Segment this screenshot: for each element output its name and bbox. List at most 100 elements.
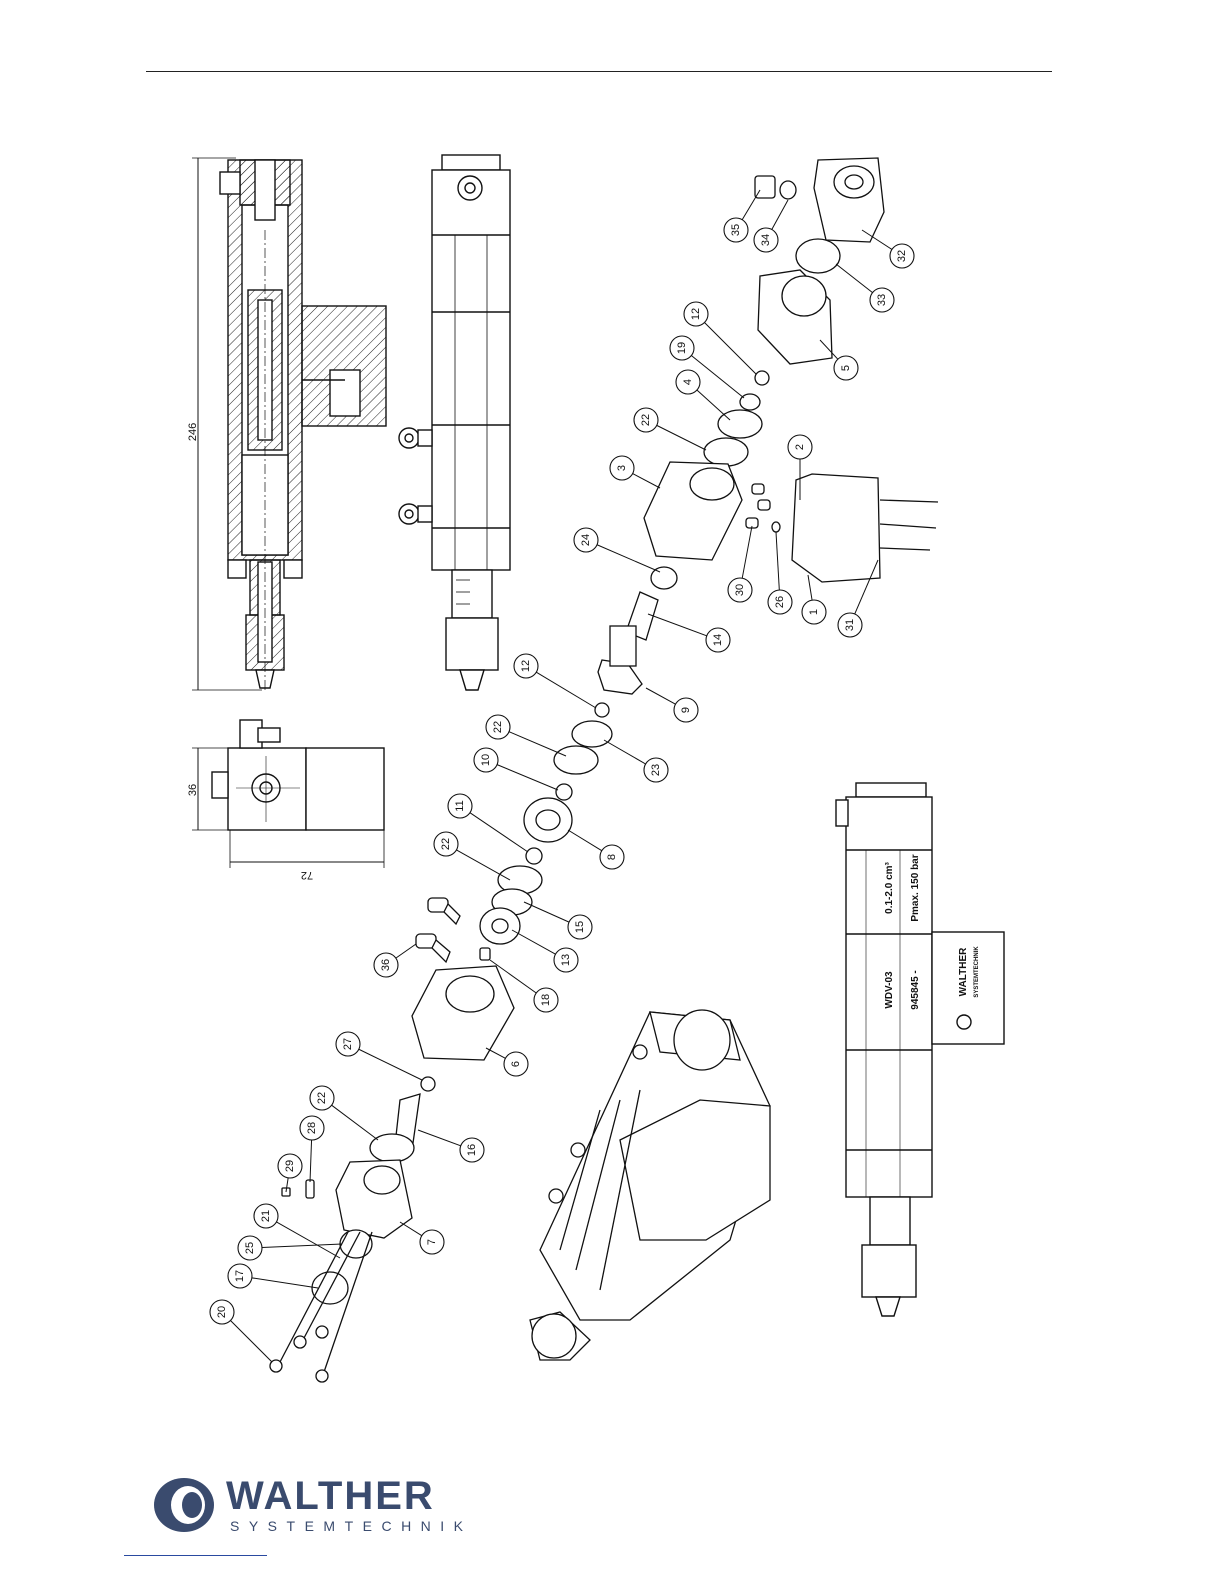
part-number-label: 8 [606, 854, 618, 860]
part-bubble-24: 24 [574, 528, 660, 572]
part-number-label: 18 [540, 994, 552, 1006]
dimension-width-label: 72 [301, 869, 313, 881]
leader-line [536, 672, 596, 708]
part-number-label: 15 [574, 921, 586, 933]
part-bubble-10: 10 [474, 748, 558, 790]
dimension-length-label: 246 [187, 423, 199, 441]
part-bubble-22: 22 [634, 408, 706, 450]
part-number-label: 7 [426, 1239, 438, 1245]
part-bubble-25: 25 [238, 1236, 342, 1260]
leader-line [604, 740, 646, 764]
part-number-label: 34 [760, 234, 772, 246]
leader-line [524, 902, 569, 922]
part-number-label: 12 [690, 308, 702, 320]
nameplate-pressure: Pmax. 150 bar [910, 854, 921, 921]
leader-line [646, 688, 675, 704]
part-bubble-21: 21 [254, 1204, 340, 1258]
leader-line [470, 813, 528, 852]
part-bubble-17: 17 [228, 1264, 318, 1288]
footer-rule [124, 1555, 267, 1556]
part-number-label: 20 [216, 1306, 228, 1318]
leader-line [252, 1278, 318, 1288]
walther-logo-icon [152, 1476, 216, 1534]
part-number-label: 36 [380, 959, 392, 971]
part-bubble-36: 36 [374, 944, 416, 977]
part-number-label: 22 [440, 838, 452, 850]
part-number-label: 31 [844, 619, 856, 631]
part-bubble-34: 34 [754, 200, 788, 252]
part-number-label: 5 [840, 365, 852, 371]
part-number-label: 3 [616, 465, 628, 471]
leader-line [776, 532, 779, 590]
section-view [192, 158, 386, 690]
leader-line [697, 390, 730, 420]
part-number-label: 25 [244, 1242, 256, 1254]
part-bubble-12: 12 [684, 302, 756, 374]
part-number-label: 1 [808, 609, 820, 615]
leader-line [836, 264, 873, 293]
part-bubble-26: 26 [768, 532, 792, 614]
dimension-height-label: 36 [187, 784, 199, 796]
part-number-label: 35 [730, 224, 742, 236]
part-number-label: 28 [306, 1122, 318, 1134]
part-bubble-7: 7 [400, 1222, 444, 1254]
part-bubble-35: 35 [724, 190, 760, 242]
leader-line [230, 1320, 272, 1362]
part-bubble-22: 22 [434, 832, 510, 880]
logo-wordmark: WALTHER [226, 1476, 435, 1516]
part-number-label: 19 [676, 342, 688, 354]
part-bubble-13: 13 [512, 930, 578, 972]
leader-line [396, 944, 416, 958]
part-bubble-23: 23 [604, 740, 668, 782]
walther-logo: WALTHER SYSTEMTECHNIK [152, 1476, 482, 1538]
part-bubble-14: 14 [648, 614, 730, 652]
part-bubble-3: 3 [610, 456, 660, 488]
leader-line [276, 1222, 340, 1258]
leader-line [657, 425, 706, 450]
nameplate-volume: 0.1-2.0 cm³ [884, 861, 895, 913]
part-number-label: 16 [466, 1144, 478, 1156]
part-bubble-9: 9 [646, 688, 698, 722]
part-number-label: 32 [896, 250, 908, 262]
leader-line [262, 1244, 342, 1247]
leader-line [497, 765, 558, 790]
part-bubble-27: 27 [336, 1032, 422, 1080]
part-bubble-22: 22 [486, 715, 566, 756]
part-bubble-15: 15 [524, 902, 592, 939]
part-number-label: 29 [284, 1160, 296, 1172]
part-bubble-29: 29 [278, 1154, 302, 1192]
part-number-label: 33 [876, 294, 888, 306]
part-bubble-5: 5 [820, 340, 858, 380]
part-number-label: 4 [682, 379, 694, 385]
leader-line [704, 322, 756, 374]
leader-line [742, 190, 760, 220]
part-bubble-20: 20 [210, 1300, 272, 1362]
leader-line [486, 1048, 505, 1058]
part-number-label: 22 [640, 414, 652, 426]
part-bubble-33: 33 [836, 264, 894, 312]
part-number-label: 27 [342, 1038, 354, 1050]
part-bubble-11: 11 [448, 794, 528, 852]
part-bubble-8: 8 [568, 830, 624, 869]
leader-line [742, 526, 752, 578]
leader-line [808, 575, 812, 600]
isometric-assembly [530, 1010, 770, 1360]
part-bubble-16: 16 [418, 1130, 484, 1162]
side-view [399, 155, 510, 690]
part-bubble-12: 12 [514, 654, 596, 708]
part-bubble-28: 28 [300, 1116, 324, 1182]
part-number-label: 10 [480, 754, 492, 766]
leader-line [512, 930, 556, 954]
part-number-label: 24 [580, 534, 592, 546]
leader-line [359, 1049, 422, 1080]
part-number-label: 9 [680, 707, 692, 713]
part-number-label: 22 [492, 721, 504, 733]
leader-line [597, 545, 660, 572]
leader-line [456, 850, 510, 880]
part-bubble-30: 30 [728, 526, 752, 602]
part-number-label: 17 [234, 1270, 246, 1282]
part-number-label: 23 [650, 764, 662, 776]
leader-line [332, 1105, 378, 1140]
part-number-label: 12 [520, 660, 532, 672]
